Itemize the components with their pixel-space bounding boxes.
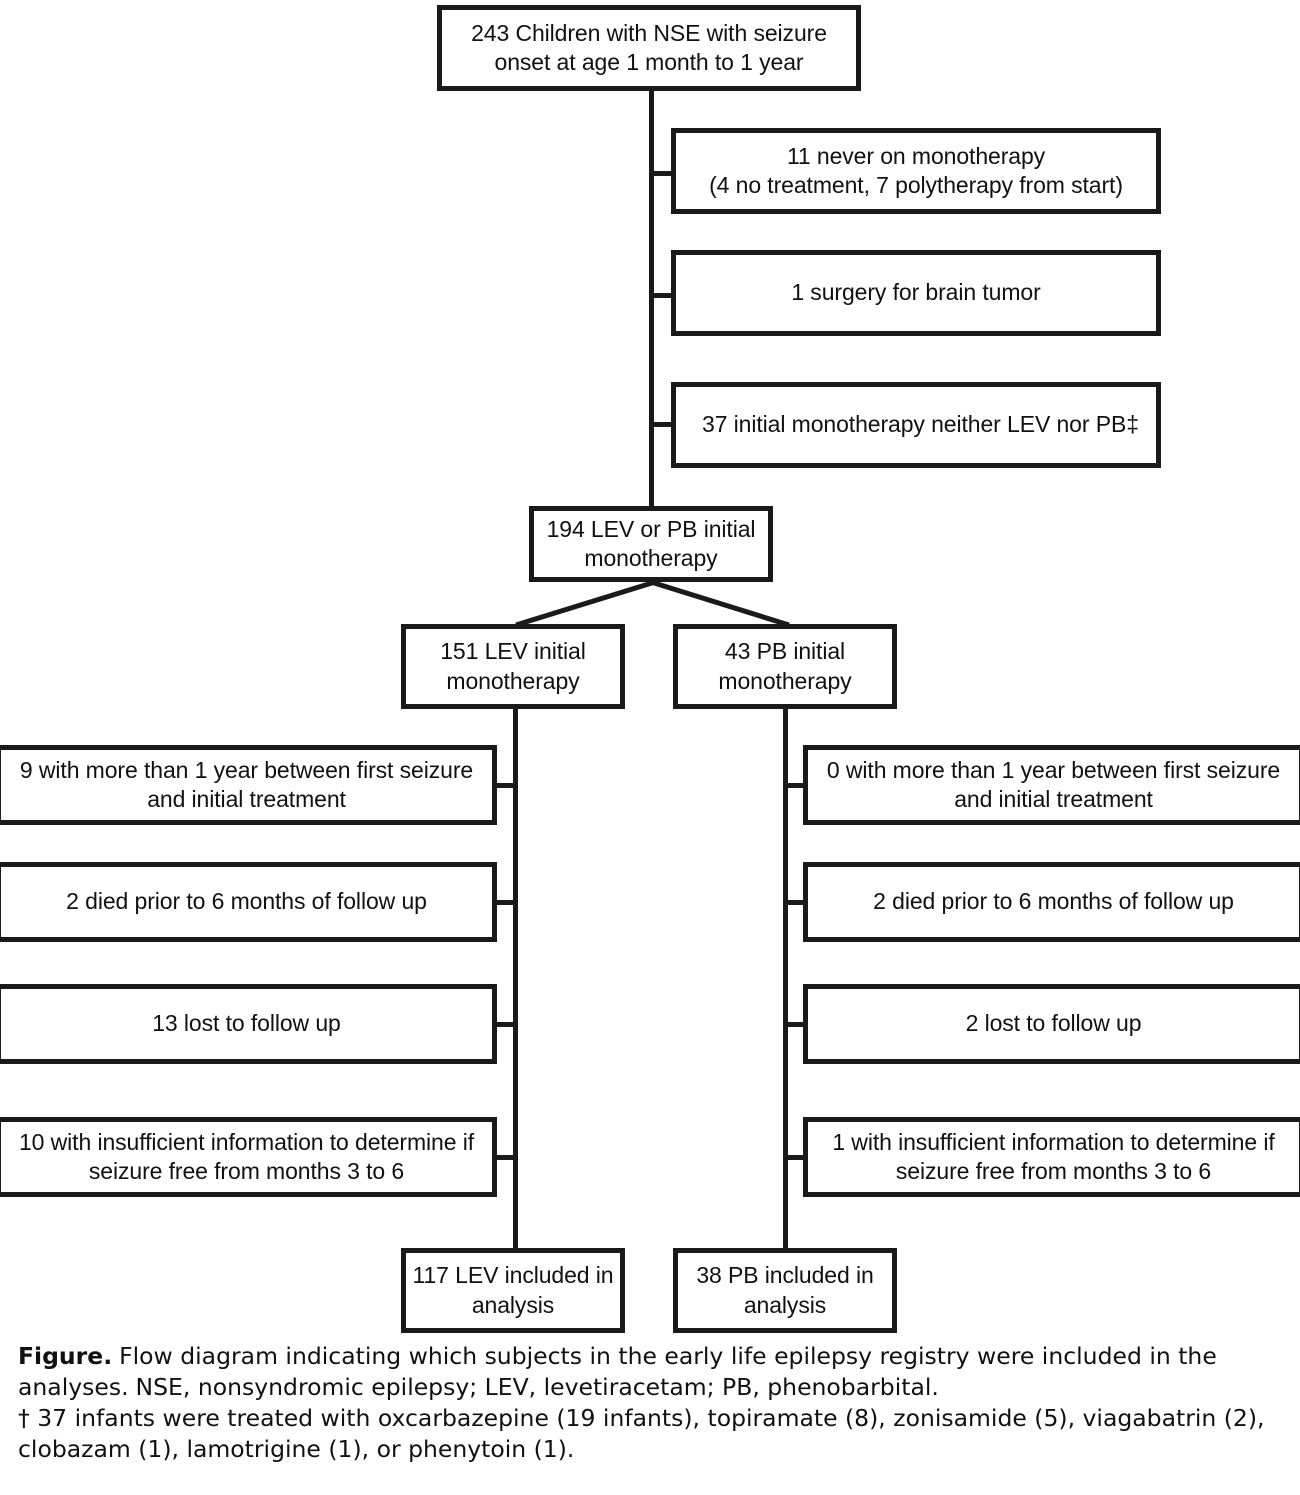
node-lev-excluded-insufficient-info-label: 10 with insufficient information to dete… — [18, 1128, 474, 1184]
connector-stub-lev-excl-4 — [491, 1155, 517, 1160]
node-lev-excluded-lost-followup[interactable]: 13 lost to follow up — [0, 984, 497, 1064]
caption-sentence-1: Flow diagram indicating which subjects i… — [18, 1342, 1217, 1401]
node-lev-excluded-late-treatment-label: 9 with more than 1 year between first se… — [19, 756, 474, 812]
connector-stub-pb-excl-2 — [786, 900, 812, 905]
node-lev-excluded-died-label: 2 died prior to 6 months of follow up — [66, 888, 427, 915]
diagonal-to-lev — [515, 579, 656, 628]
node-excluded-never-monotherapy-label-2: (4 no treatment, 7 polytherapy from star… — [709, 172, 1123, 198]
node-excluded-surgery[interactable]: 1 surgery for brain tumor — [671, 250, 1161, 336]
node-excluded-surgery-label: 1 surgery for brain tumor — [791, 279, 1041, 306]
node-lev-included-analysis-label: 117 LEV included in analysis — [412, 1262, 614, 1318]
node-pb-initial-monotherapy[interactable]: 43 PB initial monotherapy — [673, 624, 897, 709]
diagonal-to-pb — [650, 579, 790, 628]
node-lev-excluded-lost-followup-label: 13 lost to follow up — [152, 1010, 341, 1037]
connector-stub-lev-excl-1 — [491, 783, 517, 788]
connector-stub-pb-excl-4 — [786, 1155, 812, 1160]
node-pb-excluded-late-treatment-label: 0 with more than 1 year between first se… — [826, 756, 1281, 812]
node-lev-initial-monotherapy-label: 151 LEV initial monotherapy — [440, 638, 586, 694]
node-pb-excluded-lost-followup-label: 2 lost to follow up — [965, 1010, 1142, 1037]
node-excluded-other-monotherapy-label: 37 initial monotherapy neither LEV nor P… — [702, 411, 1139, 438]
node-pb-excluded-died-label: 2 died prior to 6 months of follow up — [873, 888, 1234, 915]
node-pb-excluded-insufficient-info[interactable]: 1 with insufficient information to deter… — [803, 1117, 1300, 1197]
caption-sentence-2: NSE, nonsyndromic epilepsy; LEV, levetir… — [135, 1372, 939, 1401]
node-lev-excluded-late-treatment[interactable]: 9 with more than 1 year between first se… — [0, 745, 497, 825]
node-lev-included-analysis[interactable]: 117 LEV included in analysis — [401, 1248, 625, 1333]
connector-pb-trunk — [783, 708, 788, 1251]
node-lev-or-pb-initial-label: 194 LEV or PB initial monotherapy — [546, 515, 756, 571]
connector-stub-never-mono — [649, 171, 677, 176]
node-pb-included-analysis-label: 38 PB included in analysis — [696, 1262, 874, 1318]
node-pb-excluded-lost-followup[interactable]: 2 lost to follow up — [803, 984, 1300, 1064]
node-pb-excluded-insufficient-info-label: 1 with insufficient information to deter… — [832, 1128, 1275, 1184]
connector-stub-pb-excl-1 — [786, 783, 812, 788]
node-pb-excluded-died[interactable]: 2 died prior to 6 months of follow up — [803, 862, 1300, 942]
connector-stub-lev-excl-3 — [491, 1022, 517, 1027]
node-excluded-other-monotherapy[interactable]: 37 initial monotherapy neither LEV nor P… — [671, 382, 1161, 468]
caption-footnote: † 37 infants were treated with oxcarbaze… — [18, 1404, 1265, 1463]
node-root-cohort[interactable]: 243 Children with NSE with seizure onset… — [437, 5, 861, 91]
node-pb-included-analysis[interactable]: 38 PB included in analysis — [673, 1248, 897, 1333]
connector-stub-pb-excl-3 — [786, 1022, 812, 1027]
node-lev-initial-monotherapy[interactable]: 151 LEV initial monotherapy — [401, 624, 625, 709]
connector-branch-diagonals — [515, 579, 790, 628]
node-excluded-never-monotherapy-label-1: 11 never on monotherapy — [786, 142, 1046, 169]
node-root-cohort-label: 243 Children with NSE with seizure onset… — [471, 19, 827, 75]
node-excluded-never-monotherapy[interactable]: 11 never on monotherapy (4 no treatment,… — [671, 128, 1161, 214]
node-lev-excluded-insufficient-info[interactable]: 10 with insufficient information to dete… — [0, 1117, 497, 1197]
flow-diagram: 243 Children with NSE with seizure onset… — [0, 5, 1300, 1333]
node-lev-excluded-died[interactable]: 2 died prior to 6 months of follow up — [0, 862, 497, 942]
figure-caption: Figure.Flow diagram indicating which sub… — [18, 1341, 1286, 1465]
connector-stub-lev-excl-2 — [491, 900, 517, 905]
node-pb-excluded-late-treatment[interactable]: 0 with more than 1 year between first se… — [803, 745, 1300, 825]
node-lev-or-pb-initial[interactable]: 194 LEV or PB initial monotherapy — [529, 506, 773, 582]
connector-stub-surgery — [649, 293, 677, 298]
caption-figure-label: Figure. — [18, 1342, 113, 1370]
connector-stub-other-mono — [649, 422, 677, 427]
caption-main: Figure.Flow diagram indicating which sub… — [18, 1341, 1286, 1402]
connector-lev-trunk — [513, 708, 518, 1251]
node-pb-initial-monotherapy-label: 43 PB initial monotherapy — [718, 638, 852, 694]
